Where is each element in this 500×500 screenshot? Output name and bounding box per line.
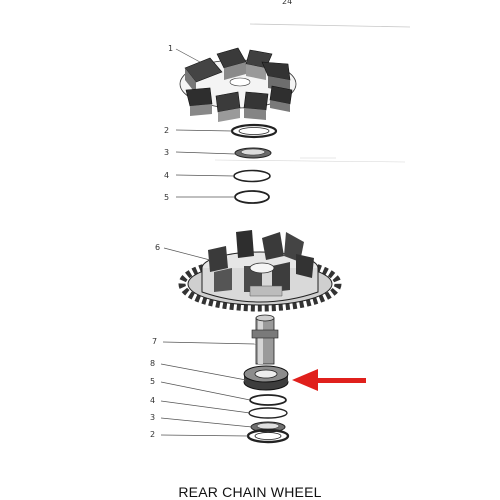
- part-5-circlip-upper: [234, 190, 270, 204]
- arrow-shaft: [316, 378, 366, 383]
- part-3-bearing-seal-upper: [234, 147, 272, 159]
- part-6-rear-chain-wheel: [178, 230, 342, 312]
- scan-artifacts: [214, 23, 411, 163]
- part-1-cush-rubber-set: [179, 47, 297, 122]
- callout-top-5: 5: [164, 193, 169, 202]
- callout-bot-5: 5: [150, 377, 155, 386]
- part-4-ring-lower: [248, 407, 288, 419]
- part-2-washer-upper: [230, 123, 278, 139]
- callout-top-1: 1: [168, 44, 173, 53]
- callout-top-4: 4: [164, 171, 169, 180]
- callout-bot-2: 2: [150, 430, 155, 439]
- callout-bot-3: 3: [150, 413, 155, 422]
- part-5-circlip-lower: [249, 394, 287, 406]
- diagram-caption: REAR CHAIN WHEEL: [178, 484, 322, 500]
- page-mark: 24: [282, 0, 292, 6]
- part-8-bearing: [243, 365, 289, 391]
- highlight-arrow: [292, 369, 366, 391]
- callout-mid-6: 6: [155, 243, 160, 252]
- part-7-spindle: [251, 314, 279, 365]
- callout-bot-8: 8: [150, 359, 155, 368]
- part-4-ring-upper: [233, 169, 271, 183]
- leader-lines: [160, 48, 257, 437]
- arrow-head-icon: [292, 369, 318, 391]
- callout-top-3: 3: [164, 148, 169, 157]
- callout-numbers: 1 2 3 4 5 6 7 8 5 4 3 2: [150, 44, 173, 439]
- callout-bot-4: 4: [150, 396, 155, 405]
- callout-bot-7: 7: [152, 337, 157, 346]
- callout-top-2: 2: [164, 126, 169, 135]
